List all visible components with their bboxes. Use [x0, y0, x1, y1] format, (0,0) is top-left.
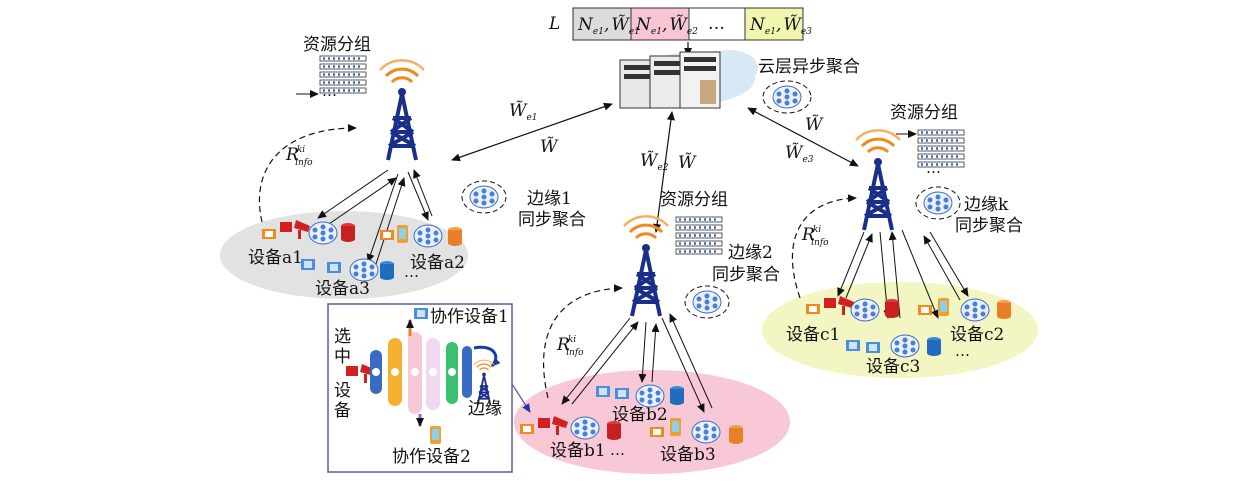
split-neural-network-icon: [370, 332, 472, 414]
svg-text:W̃e3: W̃e3: [785, 143, 814, 165]
edge-c-info-arrow: [791, 194, 857, 299]
queue-cell-4: [744, 7, 804, 41]
edge-c-sync-model-icon: [915, 186, 961, 220]
edge-b-info-arrow: [543, 284, 623, 399]
device-a2-label: 设备a2: [410, 253, 465, 273]
device-a3-label: 设备a3: [315, 279, 370, 299]
collab-device-2-icon: [430, 426, 441, 444]
svg-text:中: 中: [334, 347, 351, 367]
phone-icon: [397, 225, 408, 243]
cloud-label: 云层异步聚合: [758, 57, 860, 77]
queue-cell-3: [688, 7, 746, 41]
svg-text:同步聚合: 同步聚合: [518, 210, 586, 230]
device-c3-label: 设备c3: [866, 357, 920, 377]
svg-text:W̃: W̃: [678, 153, 697, 173]
edge-b-resource-queue: [674, 215, 724, 256]
svg-text:同步聚合: 同步聚合: [955, 216, 1023, 236]
device-c2-label: 设备c2: [950, 325, 1004, 345]
queue-cell-1: [572, 7, 632, 41]
device-b3-label: 设备b3: [660, 445, 716, 465]
svg-text:Ne1,W̃e2: Ne1,W̃e2: [635, 15, 698, 37]
edge-b-sync-model-icon: [684, 285, 730, 319]
edge-b-tower-icon: [622, 214, 670, 318]
edge-a-resource-label: 资源分组: [303, 35, 371, 55]
svg-text:边缘1: 边缘1: [527, 189, 572, 209]
edge-a-info-arrow: [258, 124, 357, 223]
svg-text:W̃: W̃: [540, 137, 559, 157]
edge-a-sync-model-icon: [461, 180, 507, 214]
svg-text:W̃e1: W̃e1: [509, 101, 538, 123]
svg-text:同步聚合: 同步聚合: [712, 265, 780, 285]
link-cloud-edge-a: [451, 102, 613, 162]
edge-a-tower-icon: [378, 58, 426, 163]
cloud-server-icon: [619, 50, 758, 109]
device-b2-label: 设备b2: [612, 405, 668, 425]
collab-device-1-icon: [414, 308, 428, 319]
cloud-model-icon: [762, 80, 812, 114]
svg-text:W̃: W̃: [805, 115, 824, 135]
model-queue: Ne1,W̃e1 Ne1,W̃e2 … Ne1,W̃e3: [572, 7, 812, 41]
database-icon: [341, 223, 355, 242]
queue-cell-2: [630, 7, 690, 41]
svg-text:边缘k: 边缘k: [964, 195, 1009, 215]
svg-text:…: …: [708, 14, 725, 34]
edge-c-resource-label: 资源分组: [890, 103, 958, 123]
svg-text:边缘2: 边缘2: [728, 243, 773, 263]
inset-edge-label: 边缘: [468, 399, 502, 419]
edge-b-resource-label: 资源分组: [660, 190, 728, 210]
link-cloud-edge-b: [653, 111, 675, 233]
edge-b-device-region: [514, 370, 790, 474]
queue-length-label: L: [548, 14, 560, 34]
svg-text:W̃e2: W̃e2: [640, 151, 669, 173]
device-a1-label: 设备a1: [248, 248, 303, 268]
svg-text:Ne1,W̃e1: Ne1,W̃e1: [577, 15, 640, 37]
phone-icon: [938, 298, 949, 316]
device-c1-label: 设备c1: [786, 325, 840, 345]
svg-text:…: …: [955, 342, 970, 360]
svg-text:…: …: [322, 82, 337, 100]
svg-text:…: …: [926, 159, 941, 177]
collab-device-1-label: 协作设备1: [430, 307, 509, 327]
collab-device-2-label: 协作设备2: [392, 447, 471, 467]
svg-text:备: 备: [334, 401, 351, 421]
edge-c-resource-queue: [916, 128, 966, 169]
svg-text:Ne1,W̃e3: Ne1,W̃e3: [749, 15, 812, 37]
edge-c-tower-icon: [854, 128, 902, 232]
link-cloud-edge-c: [747, 107, 859, 167]
svg-text:选: 选: [334, 327, 351, 347]
svg-text:设: 设: [334, 381, 351, 401]
svg-text:…: …: [610, 441, 625, 459]
edge-a-device-icon: [262, 229, 276, 239]
svg-text:…: …: [404, 263, 419, 281]
device-b1-label: 设备b1: [550, 441, 606, 461]
